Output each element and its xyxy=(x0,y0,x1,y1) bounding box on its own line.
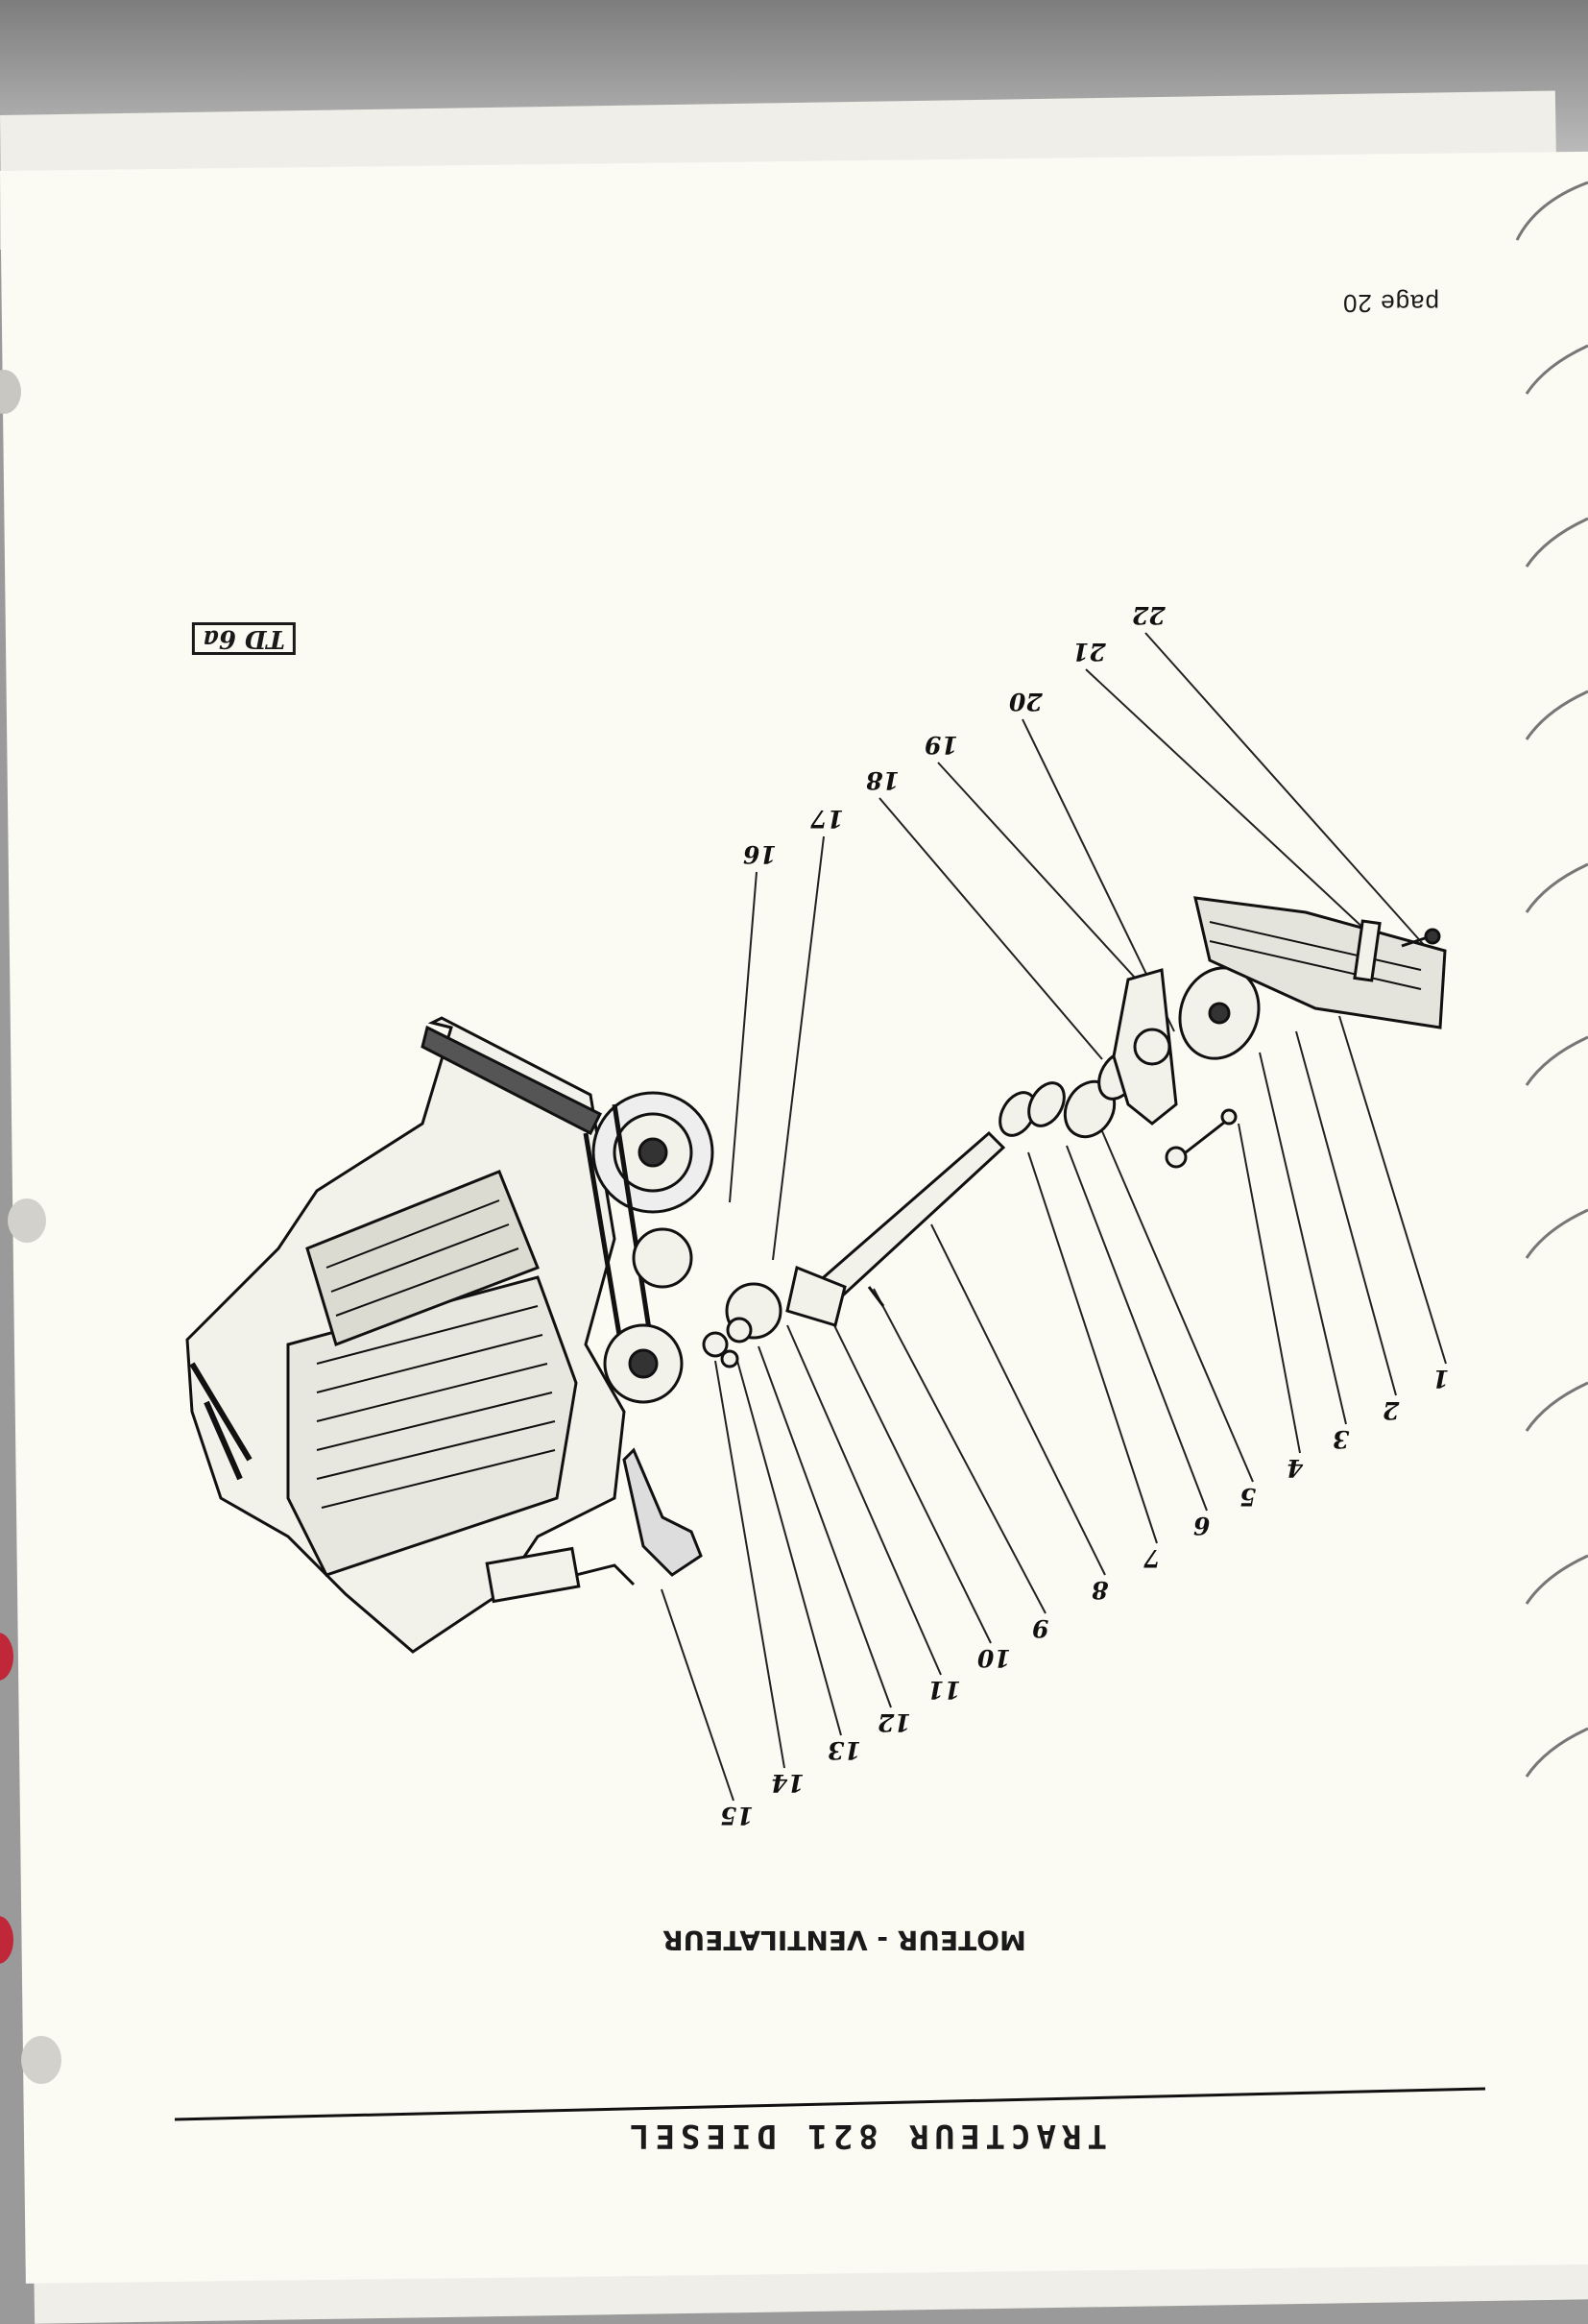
binder-hole-red xyxy=(0,1633,13,1681)
leader-line xyxy=(729,871,758,1203)
callout-label: 18 xyxy=(866,766,900,794)
leader-line xyxy=(1101,1130,1254,1483)
leader-line xyxy=(878,797,1103,1060)
leader-line xyxy=(714,1360,785,1769)
leader-line xyxy=(758,1345,892,1708)
leader-line xyxy=(1259,1052,1347,1425)
binder-hole xyxy=(0,370,21,414)
binder-hole xyxy=(8,1198,46,1243)
callout-label: 15 xyxy=(720,1802,754,1829)
callout-label: 8 xyxy=(1092,1576,1109,1604)
engine-block xyxy=(185,1016,714,1654)
leader-line xyxy=(1338,1015,1447,1365)
leader-line xyxy=(1295,1030,1397,1396)
callout-label: 10 xyxy=(977,1644,1011,1672)
plate-code-box: TD 6a xyxy=(192,622,296,655)
leader-line xyxy=(772,835,825,1261)
page-number: page 20 xyxy=(1342,289,1439,318)
footer-title: TRACTEUR 821 DIESEL xyxy=(624,2117,1107,2155)
leader-line xyxy=(873,1288,1047,1614)
binder-hole-red xyxy=(0,1916,13,1964)
leader-lines xyxy=(661,632,1447,1802)
leader-line xyxy=(786,1324,942,1676)
leader-line xyxy=(736,1360,842,1736)
callout-label: 14 xyxy=(771,1769,805,1797)
callout-label: 16 xyxy=(743,840,777,868)
callout-label: 7 xyxy=(1143,1544,1161,1572)
callout-label: 9 xyxy=(1032,1614,1049,1642)
leader-line xyxy=(661,1588,734,1802)
binder-hole xyxy=(21,2036,61,2084)
leader-line xyxy=(1238,1123,1301,1454)
leader-line xyxy=(830,1317,992,1644)
exploded-parts-drawing xyxy=(174,181,1588,2121)
page-edge-tabs xyxy=(1515,181,1588,1778)
page-title: MOTEUR - VENTILATEUR xyxy=(662,1925,1026,1956)
callout-label: 22 xyxy=(1132,601,1166,629)
leader-line xyxy=(1144,632,1426,947)
leader-line xyxy=(937,762,1146,990)
footer-rule xyxy=(174,2087,1486,2121)
fan-shaft-assembly xyxy=(702,896,1447,1368)
leader-line xyxy=(1066,1145,1208,1512)
callout-label: 3 xyxy=(1333,1425,1350,1453)
callout-label: 6 xyxy=(1193,1512,1211,1539)
callout-label: 2 xyxy=(1383,1396,1400,1424)
callout-label: 1 xyxy=(1432,1365,1450,1392)
callout-label: 20 xyxy=(1009,688,1043,715)
leader-line xyxy=(930,1223,1106,1576)
callout-label: 19 xyxy=(925,731,958,759)
callout-label: 13 xyxy=(828,1736,861,1764)
callout-label: 11 xyxy=(927,1676,961,1704)
callout-label: 21 xyxy=(1072,638,1106,666)
callout-label: 12 xyxy=(878,1708,911,1736)
leader-line xyxy=(1027,1151,1158,1544)
callout-label: 17 xyxy=(810,805,844,833)
callout-label: 4 xyxy=(1287,1454,1304,1482)
callout-label: 5 xyxy=(1239,1483,1257,1511)
leader-line xyxy=(1085,668,1368,932)
